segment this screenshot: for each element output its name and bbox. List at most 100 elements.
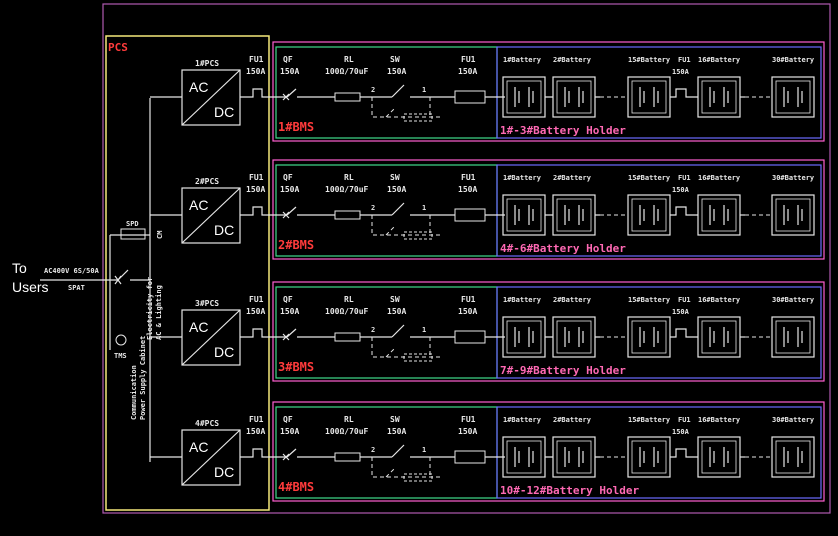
holder-box (496, 406, 822, 499)
battery-label: 16#Battery (698, 56, 741, 64)
bms-label: 2#BMS (278, 238, 314, 252)
fuse-rating: 150A (246, 427, 265, 436)
string-row-3: 3#PCSACDCFU1150AQF150ARL100Ω/70uFSW150A2… (150, 281, 825, 382)
pcs-label: 3#PCS (195, 299, 219, 308)
holder-label: 1#-3#Battery Holder (500, 124, 626, 137)
mid-fuse-label: FU1 (678, 174, 691, 182)
fuse-rating: 150A (246, 67, 265, 76)
fuse (454, 450, 486, 464)
qf-label: QF (283, 415, 293, 424)
rl-label: RL (344, 415, 354, 424)
rl-rating: 100Ω/70uF (325, 427, 369, 436)
battery-module (552, 316, 596, 358)
battery-module (771, 316, 815, 358)
dc-label: DC (214, 104, 234, 120)
battery-label: 15#Battery (628, 174, 671, 182)
outer-border (102, 3, 831, 514)
mid-fuse-label: FU1 (678, 416, 691, 424)
sw-rating: 150A (387, 307, 406, 316)
battery-module (771, 194, 815, 236)
fuse-label: FU1 (249, 173, 264, 182)
ac-label: AC (189, 79, 208, 95)
mid-fuse-rating: 150A (672, 308, 690, 316)
dc-label: DC (214, 222, 234, 238)
sw-label: SW (390, 415, 400, 424)
fuse-label: FU1 (249, 55, 264, 64)
spd-label: SPD (126, 220, 139, 228)
sw-node-1: 1 (422, 446, 426, 454)
fu-rating: 150A (458, 67, 477, 76)
fuse (454, 90, 486, 104)
ac-label: AC (189, 197, 208, 213)
qf-rating: 150A (280, 307, 299, 316)
sw-node-1: 1 (422, 326, 426, 334)
sw-node-1: 1 (422, 86, 426, 94)
battery-module (502, 194, 546, 236)
battery-label: 15#Battery (628, 416, 671, 424)
battery-module (502, 436, 546, 478)
rl-label: RL (344, 295, 354, 304)
battery-module (697, 436, 741, 478)
fu-rating: 150A (458, 427, 477, 436)
mid-fuse-rating: 150A (672, 186, 690, 194)
to-users-label-line2: Users (12, 279, 49, 295)
string-group-border (272, 159, 825, 260)
battery-module (697, 76, 741, 118)
bms-label: 4#BMS (278, 480, 314, 494)
holder-box (496, 164, 822, 257)
string-row-1: 1#PCSACDCFU1150AQF150ARL100Ω/70uFSW150A2… (150, 41, 825, 142)
holder-box (496, 286, 822, 379)
battery-label: 16#Battery (698, 174, 741, 182)
sw-rating: 150A (387, 427, 406, 436)
dc-label: DC (214, 464, 234, 480)
battery-label: 15#Battery (628, 296, 671, 304)
battery-label: 16#Battery (698, 416, 741, 424)
sw-node-2: 2 (371, 204, 375, 212)
dc-label: DC (214, 344, 234, 360)
fu-label: FU1 (461, 415, 476, 424)
fuse (454, 330, 486, 344)
sw-label: SW (390, 55, 400, 64)
sw-node-2: 2 (371, 86, 375, 94)
pcs-label: 2#PCS (195, 177, 219, 186)
sw-rating: 150A (387, 185, 406, 194)
pcs-label: 1#PCS (195, 59, 219, 68)
meter-label: TMS (114, 352, 127, 360)
comm-cabinet-label: Communication (130, 365, 138, 420)
qf-label: QF (283, 55, 293, 64)
battery-module (502, 76, 546, 118)
battery-label: 30#Battery (772, 296, 815, 304)
sw-label: SW (390, 295, 400, 304)
mid-fuse-label: FU1 (678, 56, 691, 64)
fu-rating: 150A (458, 185, 477, 194)
fu-label: FU1 (461, 55, 476, 64)
string-group-border (272, 281, 825, 382)
battery-module (627, 76, 671, 118)
pcs-title: PCS (108, 41, 128, 54)
battery-label: 30#Battery (772, 56, 815, 64)
battery-label: 30#Battery (772, 174, 815, 182)
holder-label: 7#-9#Battery Holder (500, 364, 626, 377)
battery-label: 1#Battery (503, 174, 542, 182)
battery-label: 2#Battery (553, 416, 592, 424)
holder-label: 4#-6#Battery Holder (500, 242, 626, 255)
resistor (334, 452, 361, 462)
qf-label: QF (283, 173, 293, 182)
string-row-4: 4#PCSACDCFU1150AQF150ARL100Ω/70uFSW150A2… (150, 401, 825, 502)
sw-label: SW (390, 173, 400, 182)
rl-label: RL (344, 173, 354, 182)
battery-module (552, 194, 596, 236)
battery-module (771, 436, 815, 478)
battery-module (627, 194, 671, 236)
holder-label: 10#-12#Battery Holder (500, 484, 639, 497)
qf-rating: 150A (280, 67, 299, 76)
rl-label: RL (344, 55, 354, 64)
battery-label: 30#Battery (772, 416, 815, 424)
battery-label: 1#Battery (503, 416, 542, 424)
resistor (334, 92, 361, 102)
comm-cabinet-label-2: Power Supply Cabinet (139, 336, 147, 420)
battery-label: 15#Battery (628, 56, 671, 64)
fuse (454, 208, 486, 222)
qf-rating: 150A (280, 185, 299, 194)
holder-box (496, 46, 822, 139)
